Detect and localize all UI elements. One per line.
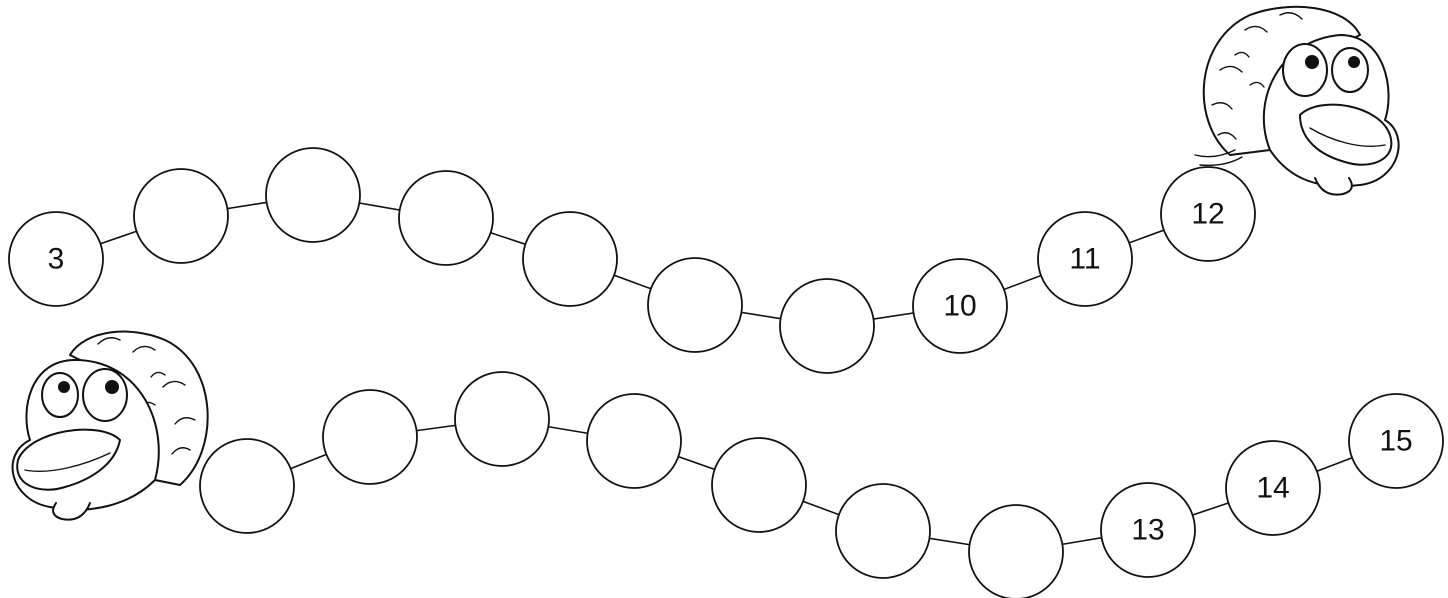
turtle-head-icon (11, 330, 209, 521)
number-bead[interactable] (454, 371, 550, 467)
number-bead[interactable]: 3 (8, 211, 104, 307)
bead-circle[interactable] (779, 278, 875, 374)
number-bead[interactable] (835, 483, 931, 579)
number-bead[interactable]: 12 (1160, 166, 1256, 262)
number-bead[interactable]: 14 (1225, 440, 1321, 536)
number-bead[interactable]: 13 (1100, 482, 1196, 578)
number-bead[interactable]: 10 (912, 258, 1008, 354)
bead-number: 3 (48, 243, 65, 276)
bead-circle[interactable] (711, 437, 807, 533)
number-bead[interactable] (647, 257, 743, 353)
top-bead-chain: 3 10 11 12 (8, 147, 1256, 374)
bead-circle[interactable] (1348, 393, 1444, 489)
bead-number: 14 (1256, 472, 1289, 505)
number-bead[interactable]: 11 (1037, 211, 1133, 307)
bead-number: 13 (1131, 514, 1164, 547)
number-bead[interactable] (586, 393, 682, 489)
number-bead[interactable] (711, 437, 807, 533)
bead-circle[interactable] (1100, 482, 1196, 578)
bead-number: 10 (943, 290, 976, 323)
bead-circle[interactable] (199, 438, 295, 534)
bead-number: 15 (1379, 425, 1412, 458)
bead-circle[interactable] (1037, 211, 1133, 307)
bead-number: 12 (1191, 198, 1224, 231)
bead-circle[interactable] (265, 147, 361, 243)
bead-circle[interactable] (586, 393, 682, 489)
bead-circle[interactable] (835, 483, 931, 579)
bead-circle[interactable] (398, 170, 494, 266)
number-bead[interactable] (522, 211, 618, 307)
number-bead[interactable] (779, 278, 875, 374)
bead-circle[interactable] (912, 258, 1008, 354)
turtle-head-icon (1194, 5, 1400, 196)
bead-circle[interactable] (1225, 440, 1321, 536)
bead-circle[interactable] (322, 389, 418, 485)
number-bead[interactable]: 15 (1348, 393, 1444, 489)
bead-circle[interactable] (8, 211, 104, 307)
bottom-bead-chain: 13 14 15 (199, 371, 1444, 598)
bead-circle[interactable] (522, 211, 618, 307)
bead-circle[interactable] (1160, 166, 1256, 262)
number-bead[interactable] (322, 389, 418, 485)
number-bead[interactable] (968, 504, 1064, 598)
bead-circle[interactable] (133, 168, 229, 264)
number-bead[interactable] (398, 170, 494, 266)
bead-circle[interactable] (968, 504, 1064, 598)
number-bead[interactable] (265, 147, 361, 243)
bead-circle[interactable] (647, 257, 743, 353)
bead-circle[interactable] (454, 371, 550, 467)
bead-number: 11 (1069, 243, 1100, 276)
number-bead[interactable] (133, 168, 229, 264)
number-bead[interactable] (199, 438, 295, 534)
